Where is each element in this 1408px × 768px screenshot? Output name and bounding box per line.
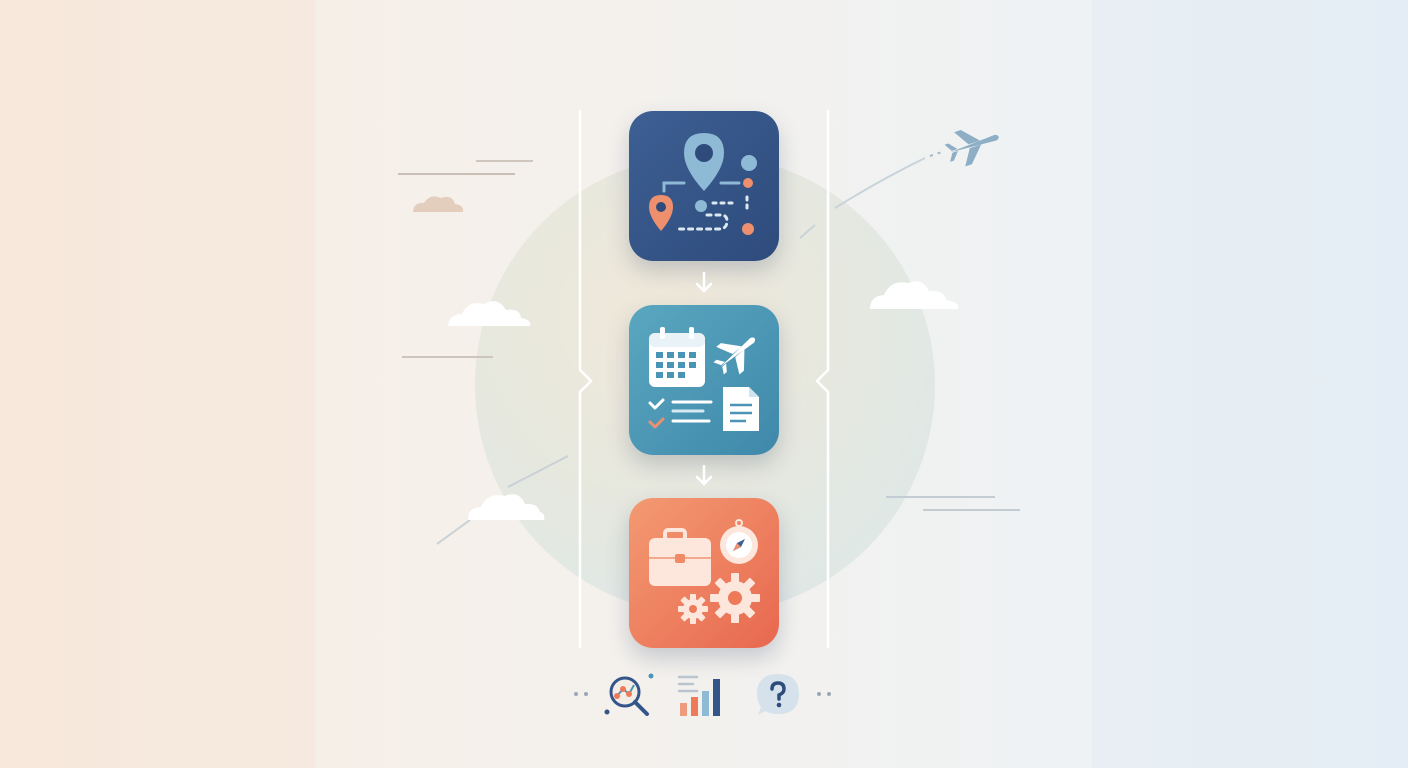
gear-icon [678,594,708,624]
cloud-icon [468,494,545,520]
business-tools-tile [629,498,779,648]
search-analytics-icon [604,673,654,716]
right-background-panel [1092,0,1408,768]
gear-icon [710,573,760,623]
left-bracket [578,110,593,648]
bar-chart-icon [677,675,720,716]
airplane-icon [944,130,999,167]
flight-path [436,455,569,545]
flight-path [799,157,926,239]
map-route-icon [649,133,757,235]
travel-planning-tile [629,305,779,455]
map-route-tile [629,111,779,261]
down-arrow-icon [695,465,713,486]
down-arrow-icon [695,272,713,293]
left-background-panel [0,0,315,768]
flight-path-dots [929,150,946,157]
dots-divider [574,692,588,696]
cloud-icon [870,281,959,309]
dots-divider [817,692,831,696]
business-tools-icon [649,519,760,624]
travel-planning-icon [648,327,759,431]
right-bracket [815,110,830,648]
cloud-icon [413,196,464,212]
help-bubble-icon [757,674,799,715]
cloud-icon [448,301,531,326]
